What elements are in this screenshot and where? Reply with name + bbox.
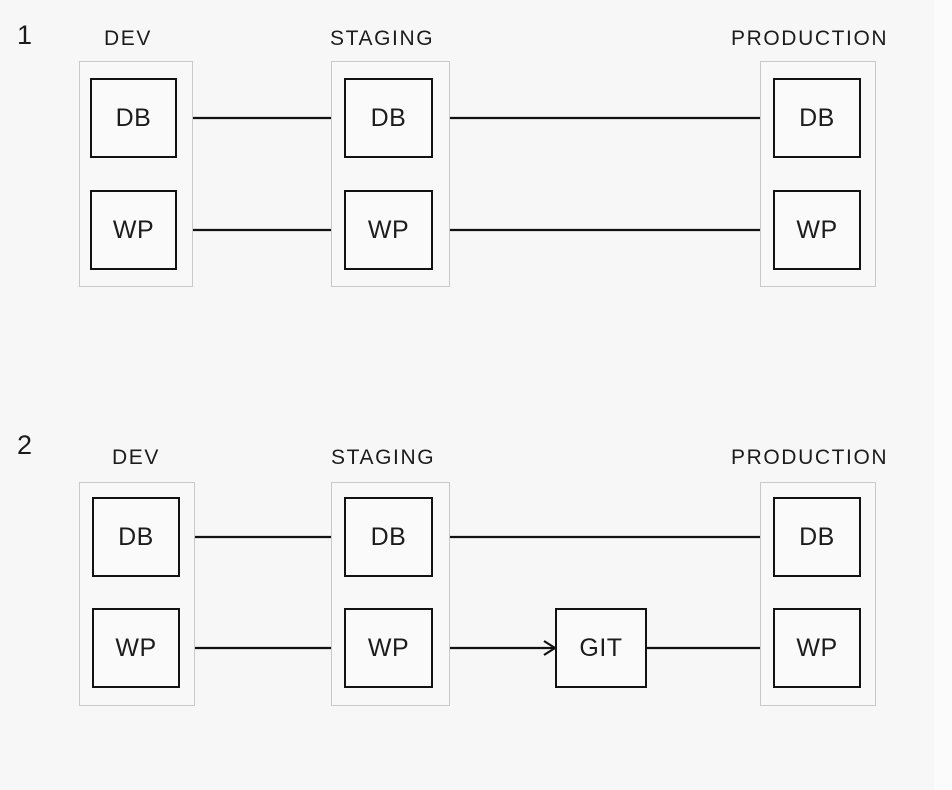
node-box-stg-db[interactable]: DB [344,78,433,158]
node-box-stg-db-2[interactable]: DB [344,497,433,577]
dev-wp-to-stg-wp-arrow [177,222,345,238]
dev-db-to-stg-db-2-arrow [180,529,345,545]
stg-wp-to-git-head-lower [543,647,556,656]
diagram-1-step-number: 1 [17,20,33,50]
env-label-dev-2: DEV [112,446,160,469]
node-box-prd-db[interactable]: DB [773,78,861,158]
node-label-prd-db: DB [799,103,835,132]
node-label-stg-db: DB [370,103,407,132]
stg-db-to-prd-db-2-arrow [433,529,774,545]
stg-db-to-prd-db-arrow [433,110,774,126]
node-label-git: GIT [579,633,623,662]
env-label-dev-1: DEV [104,27,152,50]
page-edge-strip [934,0,952,790]
dev-db-to-stg-db-arrow [177,110,345,126]
node-label-prd-wp: WP [796,215,838,244]
stg-wp-to-prd-wp-arrow [433,222,774,238]
node-label-prd-db-2: DB [799,522,835,551]
node-box-prd-wp[interactable]: WP [773,190,861,270]
env-label-staging-1: STAGING [330,27,435,50]
node-label-stg-db-2: DB [370,522,407,551]
node-box-prd-db-2[interactable]: DB [773,497,861,577]
node-box-dev-db[interactable]: DB [90,78,177,158]
node-box-stg-wp-2[interactable]: WP [344,608,433,688]
node-label-stg-wp: WP [367,215,410,244]
diagram-2-step-number: 2 [17,430,33,460]
env-label-production-1: PRODUCTION [731,27,889,50]
node-label-dev-wp-2: WP [115,633,157,662]
node-label-prd-wp-2: WP [796,633,838,662]
env-label-production-2: PRODUCTION [731,446,889,469]
node-label-stg-wp-2: WP [367,633,410,662]
node-label-dev-wp: WP [112,215,155,244]
node-box-stg-wp[interactable]: WP [344,190,433,270]
node-box-dev-wp-2[interactable]: WP [92,608,180,688]
env-label-staging-2: STAGING [331,446,436,469]
dev-wp-to-stg-wp-2-arrow [180,640,345,656]
node-box-prd-wp-2[interactable]: WP [773,608,861,688]
node-box-git[interactable]: GIT [555,608,647,688]
stg-wp-to-git-arrow [433,640,556,656]
node-label-dev-db: DB [115,103,152,132]
git-to-prd-wp-arrow [647,640,774,656]
node-box-dev-db-2[interactable]: DB [92,497,180,577]
node-label-dev-db-2: DB [118,522,154,551]
stg-wp-to-git-head-upper [543,640,556,649]
node-box-dev-wp[interactable]: WP [90,190,177,270]
